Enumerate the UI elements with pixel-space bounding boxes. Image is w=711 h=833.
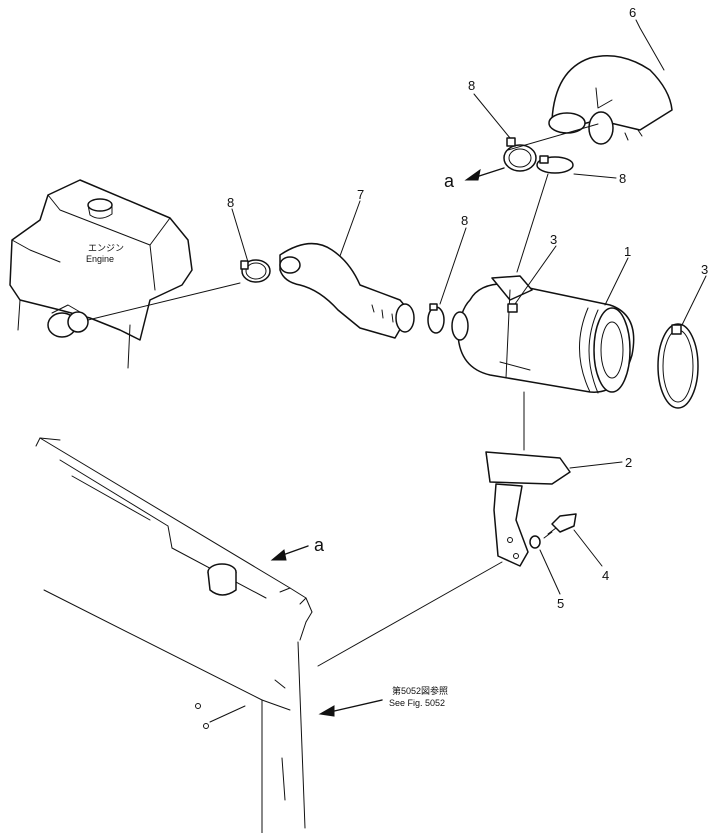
engine-label-jp: エンジン bbox=[88, 243, 124, 253]
arrow-a-left-label: a bbox=[314, 535, 325, 555]
callout-5: 5 bbox=[557, 596, 564, 611]
hose-clamp-3-right bbox=[657, 323, 699, 409]
arrow-a-left bbox=[270, 545, 309, 561]
radiator-tank bbox=[35, 437, 313, 833]
callout-1: 1 bbox=[624, 244, 631, 259]
hose-7 bbox=[279, 242, 415, 339]
callout-8-top: 8 bbox=[468, 78, 475, 93]
hose-clamp-top-a bbox=[503, 137, 537, 172]
figure-reference-en: See Fig. 5052 bbox=[389, 698, 445, 708]
callout-4: 4 bbox=[602, 568, 609, 583]
hose-clamp-top-b bbox=[536, 155, 574, 174]
air-cleaner-1 bbox=[451, 275, 635, 394]
callout-8-left: 8 bbox=[227, 195, 234, 210]
callout-6: 6 bbox=[629, 5, 636, 20]
callout-8-top-right: 8 bbox=[619, 171, 626, 186]
callout-3-right: 3 bbox=[701, 262, 708, 277]
callout-2: 2 bbox=[625, 455, 632, 470]
bolt-4 bbox=[543, 513, 577, 539]
callout-3-body: 3 bbox=[550, 232, 557, 247]
engine-label-en: Engine bbox=[86, 254, 114, 264]
figure-reference-jp: 第5052図参照 bbox=[392, 685, 448, 696]
engine-block bbox=[9, 179, 193, 369]
arrow-a-top bbox=[464, 167, 505, 181]
callout-8-middle: 8 bbox=[461, 213, 468, 228]
figure-reference-arrow bbox=[318, 699, 383, 717]
hose-clamp-left bbox=[240, 259, 271, 283]
clamp-3-fastener bbox=[507, 303, 518, 313]
washer-5 bbox=[529, 535, 541, 549]
hose-clamp-middle bbox=[427, 303, 445, 334]
hose-6 bbox=[548, 55, 673, 145]
bracket-2 bbox=[485, 451, 571, 567]
arrow-a-top-label: a bbox=[444, 171, 455, 191]
callout-7: 7 bbox=[357, 187, 364, 202]
